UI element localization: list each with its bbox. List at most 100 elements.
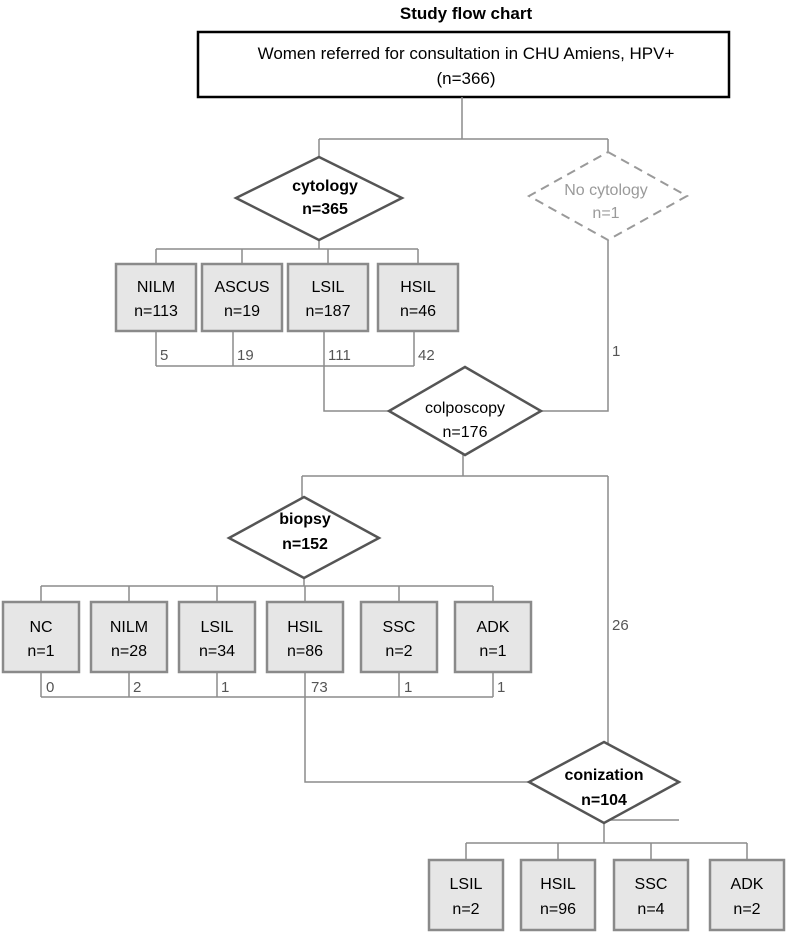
conization-result-label: SSC <box>635 876 668 893</box>
no-cytology-diamond: No cytology n=1 <box>526 150 690 242</box>
referral-box-label: Women referred for consultation in CHU A… <box>258 44 675 63</box>
biopsy-result-count: n=1 <box>27 643 54 660</box>
conization-label: conization <box>564 767 643 784</box>
biopsy-result-label: HSIL <box>287 619 323 636</box>
biopsy-result-count: n=86 <box>287 643 323 660</box>
cytology-result-label: ASCUS <box>214 279 269 296</box>
biopsy-result-box <box>359 600 439 674</box>
cytology-result-ascus: ASCUS n=19 <box>200 262 284 333</box>
biopsy-result-count: n=34 <box>199 643 235 660</box>
cytology-result-count: n=19 <box>224 303 260 320</box>
cytology-label: cytology <box>292 178 358 195</box>
biopsy-hsil-to-conization: 73 <box>311 679 328 696</box>
conization-result-hsil: HSIL n=96 <box>519 858 597 932</box>
cytology-result-lsil: LSIL n=187 <box>286 262 370 333</box>
colposcopy-count: n=176 <box>443 424 488 441</box>
biopsy-nilm-to-conization: 2 <box>133 679 141 696</box>
no-cytology-to-colposcopy: 1 <box>612 343 620 360</box>
chart-title: Study flow chart <box>400 4 533 23</box>
cytology-result-count: n=46 <box>400 303 436 320</box>
biopsy-result-count: n=1 <box>479 643 506 660</box>
conization-result-box <box>519 858 597 932</box>
biopsy-result-ssc: SSC n=2 <box>359 600 439 674</box>
cytology-result-label: LSIL <box>312 279 345 296</box>
connector-conization-bus <box>465 823 748 860</box>
biopsy-result-adk: ADK n=1 <box>453 600 533 674</box>
biopsy-diamond-shape <box>226 495 382 580</box>
biopsy-result-nilm: NILM n=28 <box>89 600 169 674</box>
colposcopy-diamond: colposcopy n=176 <box>386 365 544 457</box>
connector-top-split <box>318 97 609 157</box>
connector-biopsy-merge <box>40 672 528 783</box>
no-cytology-label: No cytology <box>564 182 648 199</box>
colposcopy-diamond-shape <box>386 365 544 457</box>
cytology-result-box <box>286 262 370 333</box>
biopsy-result-box <box>177 600 257 674</box>
biopsy-result-hsil: HSIL n=86 <box>265 600 345 674</box>
connector-no-cytology <box>541 240 609 412</box>
conization-result-box <box>427 858 505 932</box>
cytology-result-nilm: NILM n=113 <box>114 262 198 333</box>
conization-result-count: n=2 <box>733 901 760 918</box>
biopsy-diamond: biopsy n=152 <box>226 495 382 580</box>
cytology-result-label: NILM <box>137 279 175 296</box>
biopsy-result-box <box>453 600 533 674</box>
biopsy-result-label: NILM <box>110 619 148 636</box>
cytology-result-box <box>114 262 198 333</box>
cytology-result-hsil: HSIL n=46 <box>376 262 460 333</box>
biopsy-label: biopsy <box>279 511 331 528</box>
biopsy-result-label: SSC <box>383 619 416 636</box>
conization-result-box <box>708 858 786 932</box>
conization-count: n=104 <box>581 792 627 809</box>
cytology-lsil-to-colposcopy: 111 <box>328 347 351 364</box>
biopsy-result-label: ADK <box>477 619 510 636</box>
conization-result-label: HSIL <box>540 876 576 893</box>
biopsy-result-box <box>1 600 81 674</box>
conization-result-adk: ADK n=2 <box>708 858 786 932</box>
biopsy-result-nc: NC n=1 <box>1 600 81 674</box>
biopsy-result-box <box>89 600 169 674</box>
connectors <box>40 97 748 860</box>
biopsy-result-label: LSIL <box>201 619 234 636</box>
cytology-result-box <box>200 262 284 333</box>
conization-result-ssc: SSC n=4 <box>612 858 690 932</box>
referral-box: Women referred for consultation in CHU A… <box>196 30 731 99</box>
conization-result-count: n=96 <box>540 901 576 918</box>
cytology-result-label: HSIL <box>400 279 436 296</box>
biopsy-adk-to-conization: 1 <box>497 679 505 696</box>
conization-diamond: conization n=104 <box>526 740 682 825</box>
colposcopy-label: colposcopy <box>425 400 505 417</box>
biopsy-ssc-to-conization: 1 <box>404 679 412 696</box>
colposcopy-to-conization-count: 26 <box>612 617 629 634</box>
cytology-result-count: n=113 <box>134 303 178 320</box>
conization-result-count: n=4 <box>637 901 664 918</box>
conization-result-count: n=2 <box>452 901 479 918</box>
connector-cytology-merge <box>155 331 415 412</box>
biopsy-count: n=152 <box>282 536 328 553</box>
cytology-count: n=365 <box>302 201 348 218</box>
biopsy-result-box <box>265 600 345 674</box>
biopsy-lsil-to-conization: 1 <box>221 679 229 696</box>
cytology-diamond-shape <box>233 155 405 242</box>
conization-result-label: LSIL <box>450 876 483 893</box>
no-cytology-count: n=1 <box>592 205 619 222</box>
conization-result-label: ADK <box>731 876 764 893</box>
no-cytology-diamond-shape <box>526 150 690 242</box>
cytology-result-count: n=187 <box>306 303 351 320</box>
biopsy-result-count: n=28 <box>111 643 147 660</box>
conization-result-lsil: LSIL n=2 <box>427 858 505 932</box>
cytology-hsil-to-colposcopy: 42 <box>418 347 435 364</box>
cytology-diamond: cytology n=365 <box>233 155 405 242</box>
conization-diamond-shape <box>526 740 682 825</box>
biopsy-result-label: NC <box>29 619 52 636</box>
referral-box-count: (n=366) <box>436 69 495 88</box>
biopsy-result-lsil: LSIL n=34 <box>177 600 257 674</box>
connector-colposcopy-split <box>301 452 679 821</box>
connector-biopsy-bus <box>40 578 494 602</box>
connector-cytology-bus <box>155 240 419 264</box>
biopsy-result-count: n=2 <box>385 643 412 660</box>
conization-result-box <box>612 858 690 932</box>
cytology-nilm-to-colposcopy: 5 <box>160 347 168 364</box>
biopsy-nc-to-conization: 0 <box>46 679 54 696</box>
